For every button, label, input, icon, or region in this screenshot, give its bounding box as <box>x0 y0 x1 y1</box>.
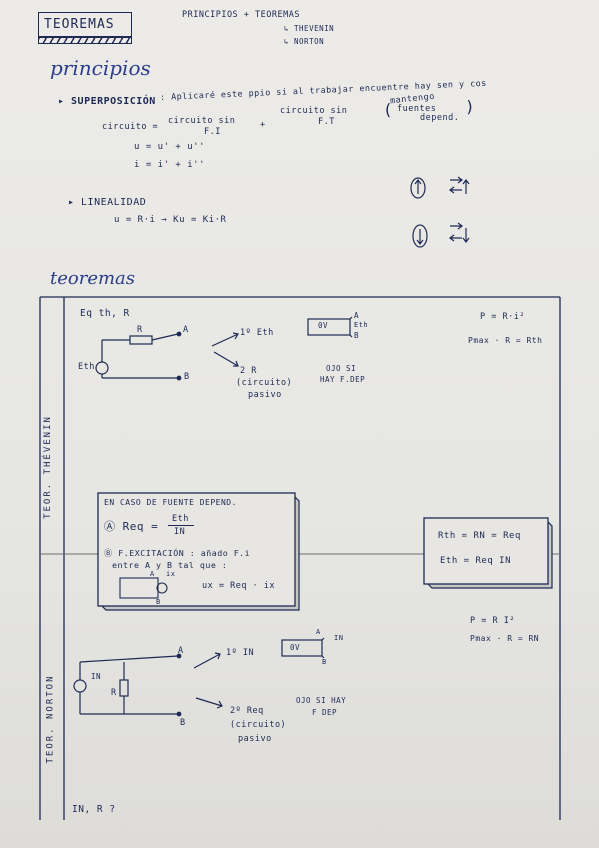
bottom-question: IN, R ? <box>72 804 116 815</box>
ojo-th-1: OJO SI <box>326 364 357 373</box>
circuit-lhs: circuito = <box>102 122 159 132</box>
ojo-n-1: OJO SI HAY <box>296 696 347 705</box>
reverse-arrows-icon-2 <box>449 222 470 243</box>
step1-th: 1º Eth <box>240 328 274 338</box>
frac-line <box>168 525 194 526</box>
norton-circuit <box>73 653 182 717</box>
b-label: B <box>184 372 190 382</box>
row-u: u = u' + u'' <box>134 142 206 152</box>
page-frame <box>39 296 561 820</box>
pmax-n: Pmax · R = RN <box>470 634 540 643</box>
norton-r-label: R <box>111 688 117 698</box>
norton-in-label: IN <box>91 672 102 681</box>
eq-th-label: Eq th, R <box>80 308 130 319</box>
a-label: A <box>183 325 189 335</box>
ov-label: 0V <box>318 321 329 330</box>
open-box-a: A <box>354 311 360 320</box>
step2-n: 2º Req <box>230 706 264 716</box>
depend-b1: Ⓑ F.EXCITACIÓN : añado F.i <box>104 548 251 558</box>
depend-b2: entre A y B tal que : <box>112 560 228 570</box>
plus-sign: + <box>260 120 266 130</box>
pasivo-th-2: pasivo <box>248 390 282 400</box>
short-box-a: A <box>316 628 321 636</box>
pmax-th: Pmax · R = Rth <box>468 336 543 345</box>
ojo-n-2: F DEP <box>312 708 338 717</box>
note-fuentes: fuentes <box>397 104 437 114</box>
frac-num: Eth <box>172 514 189 524</box>
thevenin-side-label: TEOR. THÉVENIN <box>42 415 53 519</box>
short-box-in: IN <box>334 634 344 642</box>
row-i: i = i' + i'' <box>134 160 206 170</box>
circuit-sin-fi: circuito sin <box>168 116 236 126</box>
superposicion-label: ▸ SUPERPOSICIÓN <box>58 96 156 107</box>
ux-eq: ux = Req · ix <box>202 581 276 591</box>
depend-box-b: B <box>156 598 161 606</box>
norton-a-label: A <box>178 646 184 656</box>
open-box-b: B <box>354 331 360 340</box>
frac-den: IN <box>174 527 186 537</box>
eth-eq: Eth = Req IN <box>440 556 512 566</box>
depend-title: EN CASO DE FUENTE DEPEND. <box>104 498 237 507</box>
principios-heading: principios <box>50 56 151 80</box>
ft-label: F.T <box>318 117 335 127</box>
linealidad-eq: u = R·i → Ku = Ki·R <box>114 215 227 225</box>
reverse-arrows-icon <box>449 176 470 194</box>
power-n: P = R I² <box>470 616 515 626</box>
short-box-b: B <box>322 658 327 666</box>
pasivo-n-1: (circuito) <box>230 720 287 730</box>
norton-short-box <box>281 637 325 659</box>
circuit-sin-ft: circuito sin <box>280 106 348 116</box>
rth-eq: Rth = RN = Req <box>438 531 521 541</box>
norton-b-label: B <box>180 718 186 728</box>
depend-a: Ⓐ Req = <box>104 520 159 533</box>
results-box <box>423 517 553 589</box>
header-thevenin: ↳ THEVENIN <box>284 24 335 33</box>
source-down-icon <box>412 224 428 248</box>
page-title: TEOREMAS <box>44 17 115 32</box>
teoremas-heading: teoremas <box>50 268 136 289</box>
depend-box-a: A <box>150 570 155 578</box>
header-subtitle: PRINCIPIOS + TEOREMAS <box>182 10 300 20</box>
thevenin-circuit <box>95 331 182 381</box>
pasivo-n-2: pasivo <box>238 734 272 744</box>
note-depend: depend. <box>420 113 460 123</box>
open-box-eth: Eth <box>354 321 369 329</box>
fi-label: F.I <box>204 127 221 137</box>
step2-th: 2 R <box>240 366 257 376</box>
ojo-th-2: HAY F.DEP <box>320 375 366 384</box>
short-box-ov: 0V <box>290 643 301 652</box>
note-close: ) <box>465 97 475 116</box>
depend-box <box>97 492 300 611</box>
thevenin-arrows <box>211 332 239 367</box>
ix-label: ix <box>166 570 176 578</box>
norton-arrows <box>193 652 223 709</box>
source-up-icon <box>410 177 426 199</box>
header-norton: ↳ NORTON <box>284 37 325 46</box>
r-label: R <box>137 325 143 335</box>
title-box-hatch <box>38 36 132 44</box>
note-open: ( <box>383 100 393 119</box>
pasivo-th-1: (circuito) <box>236 378 293 388</box>
thevenin-open-box <box>307 316 353 338</box>
eth-label: Eth <box>78 362 95 372</box>
power-th: P = R·i² <box>480 312 525 322</box>
norton-side-label: TEOR. NORTON <box>45 674 56 764</box>
linealidad-label: ▸ LINEALIDAD <box>68 197 147 208</box>
step1-n: 1º IN <box>226 648 255 658</box>
